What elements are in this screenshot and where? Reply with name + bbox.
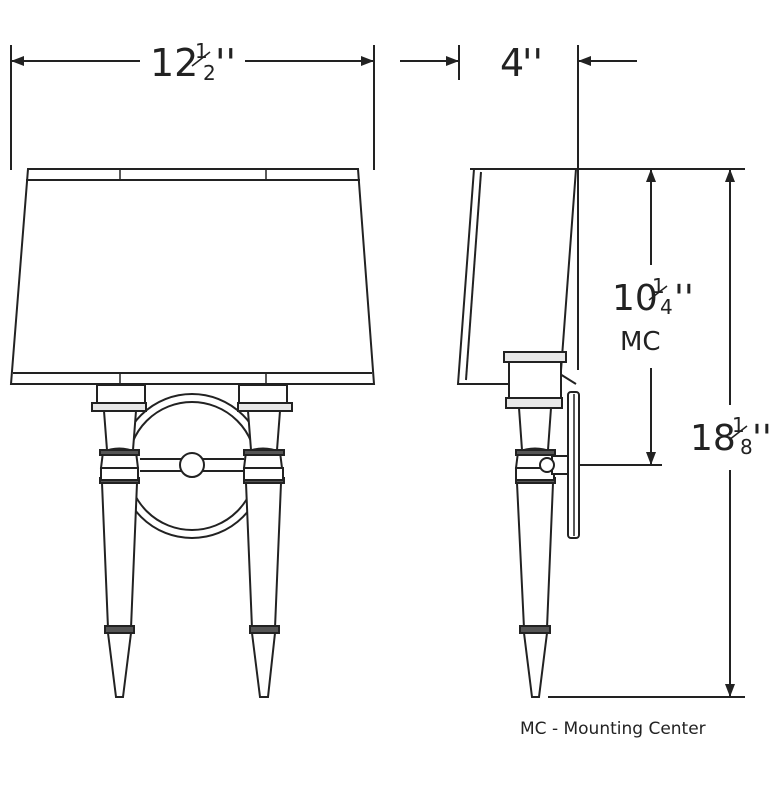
legend-text: MC - Mounting Center <box>520 719 706 739</box>
side-shade <box>456 168 578 385</box>
height-whole: 18 <box>690 418 736 459</box>
width-unit: '' <box>215 41 236 85</box>
height-unit: '' <box>752 418 772 459</box>
mounting-height-frac-den: 4 <box>660 295 673 319</box>
side-view <box>456 168 595 698</box>
depth-unit: '' <box>522 41 543 85</box>
side-connector <box>539 455 595 475</box>
height-dimension: 18 1 8 '' <box>548 168 772 698</box>
width-frac-den: 2 <box>203 61 216 85</box>
mounting-height-dimension: 10 1 4 '' MC <box>578 168 694 466</box>
depth-dimension: 4 '' <box>400 41 637 370</box>
mounting-center-label: MC <box>620 327 661 357</box>
front-view <box>9 168 376 698</box>
front-shade <box>9 168 376 385</box>
width-dimension: 12 1 2 '' <box>10 39 375 170</box>
mounting-height-unit: '' <box>674 278 694 319</box>
side-arm <box>514 407 556 698</box>
side-backplate <box>567 391 580 539</box>
side-socket <box>503 351 567 409</box>
height-frac-den: 8 <box>740 435 753 459</box>
front-left-arm <box>91 384 147 698</box>
mounting-height-frac-num: 1 <box>652 274 665 298</box>
depth-whole: 4 <box>500 41 524 85</box>
width-whole: 12 <box>150 41 198 85</box>
front-wall-plate <box>119 393 265 539</box>
front-right-arm <box>237 384 293 698</box>
